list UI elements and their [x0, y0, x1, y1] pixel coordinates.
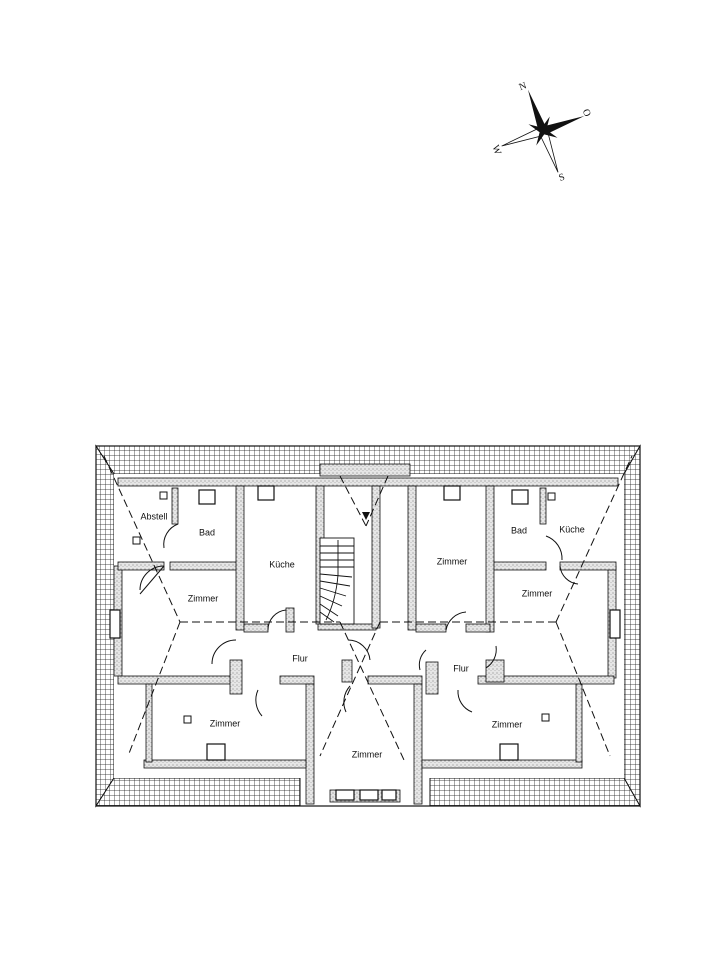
- room-zimmer-center-right-label: Zimmer: [437, 556, 468, 566]
- dormer-top: [319, 463, 411, 477]
- compass-east-label: O: [580, 108, 593, 119]
- room-zimmer-right-lower-label: Zimmer: [492, 719, 523, 729]
- room-zimmer-right-upper-label: Zimmer: [522, 588, 553, 598]
- compass-south-label: S: [557, 172, 566, 184]
- room-flur-right-label: Flur: [453, 663, 469, 673]
- staircase: [319, 537, 355, 625]
- room-flur-main-label: Flur: [292, 653, 308, 663]
- compass-west-label: W: [489, 144, 503, 157]
- room-bad-left-label: Bad: [199, 527, 215, 537]
- roof-outline: [95, 444, 641, 808]
- vent-markers: [132, 491, 556, 724]
- door-swings: [139, 523, 579, 717]
- room-zimmer-left-upper-label: Zimmer: [188, 593, 219, 603]
- windows: [109, 485, 621, 801]
- compass-star-icon: [501, 89, 585, 173]
- arrow-down-icon: [362, 512, 370, 520]
- room-kueche-right-label: Küche: [559, 524, 585, 534]
- room-zimmer-center-lower-label: Zimmer: [352, 749, 383, 759]
- roof-slope-lines: [103, 455, 633, 761]
- room-kueche-left-label: Küche: [269, 559, 295, 569]
- room-bad-right-label: Bad: [511, 525, 527, 535]
- compass-north-label: N: [518, 80, 529, 93]
- room-abstell-label: Abstell: [140, 511, 167, 521]
- room-zimmer-left-lower-label: Zimmer: [210, 718, 241, 728]
- compass-rose: N O S W: [489, 80, 592, 184]
- room-labels: Abstell Bad Küche Zimmer Flur Zimmer Zim…: [140, 511, 584, 759]
